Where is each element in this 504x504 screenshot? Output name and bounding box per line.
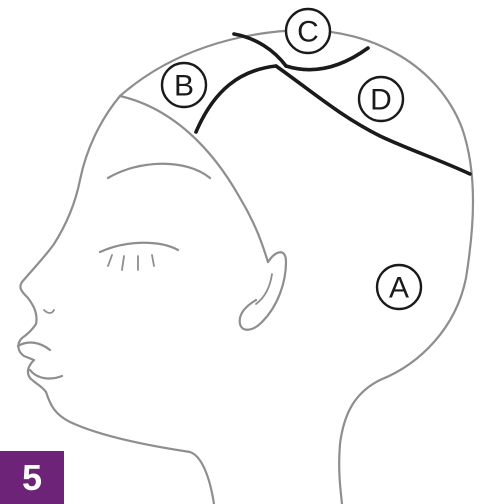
section-line-crown [284,46,370,72]
hairline [118,94,270,264]
svg-text:A: A [389,272,409,305]
section-line-back [274,64,472,176]
svg-text:D: D [370,84,392,117]
step-number-badge: 5 [0,451,64,504]
upper-lip [16,341,52,352]
svg-text:C: C [297,16,319,49]
section-label-d: D [357,75,405,123]
svg-text:B: B [174,70,194,103]
section-line-side-part [194,64,278,134]
section-label-a: A [375,263,423,311]
eyelashes [107,254,155,271]
ear-inner [255,273,273,305]
ear [238,251,288,331]
closed-eye [98,241,180,254]
section-label-c: C [284,7,332,55]
section-label-b: B [160,61,208,109]
nostril [43,309,55,314]
face-profile-outline [17,94,216,504]
section-line-top-ridge [232,32,288,68]
lower-lip [28,368,64,380]
back-of-head-outline [118,28,475,504]
eyebrow [106,162,212,180]
